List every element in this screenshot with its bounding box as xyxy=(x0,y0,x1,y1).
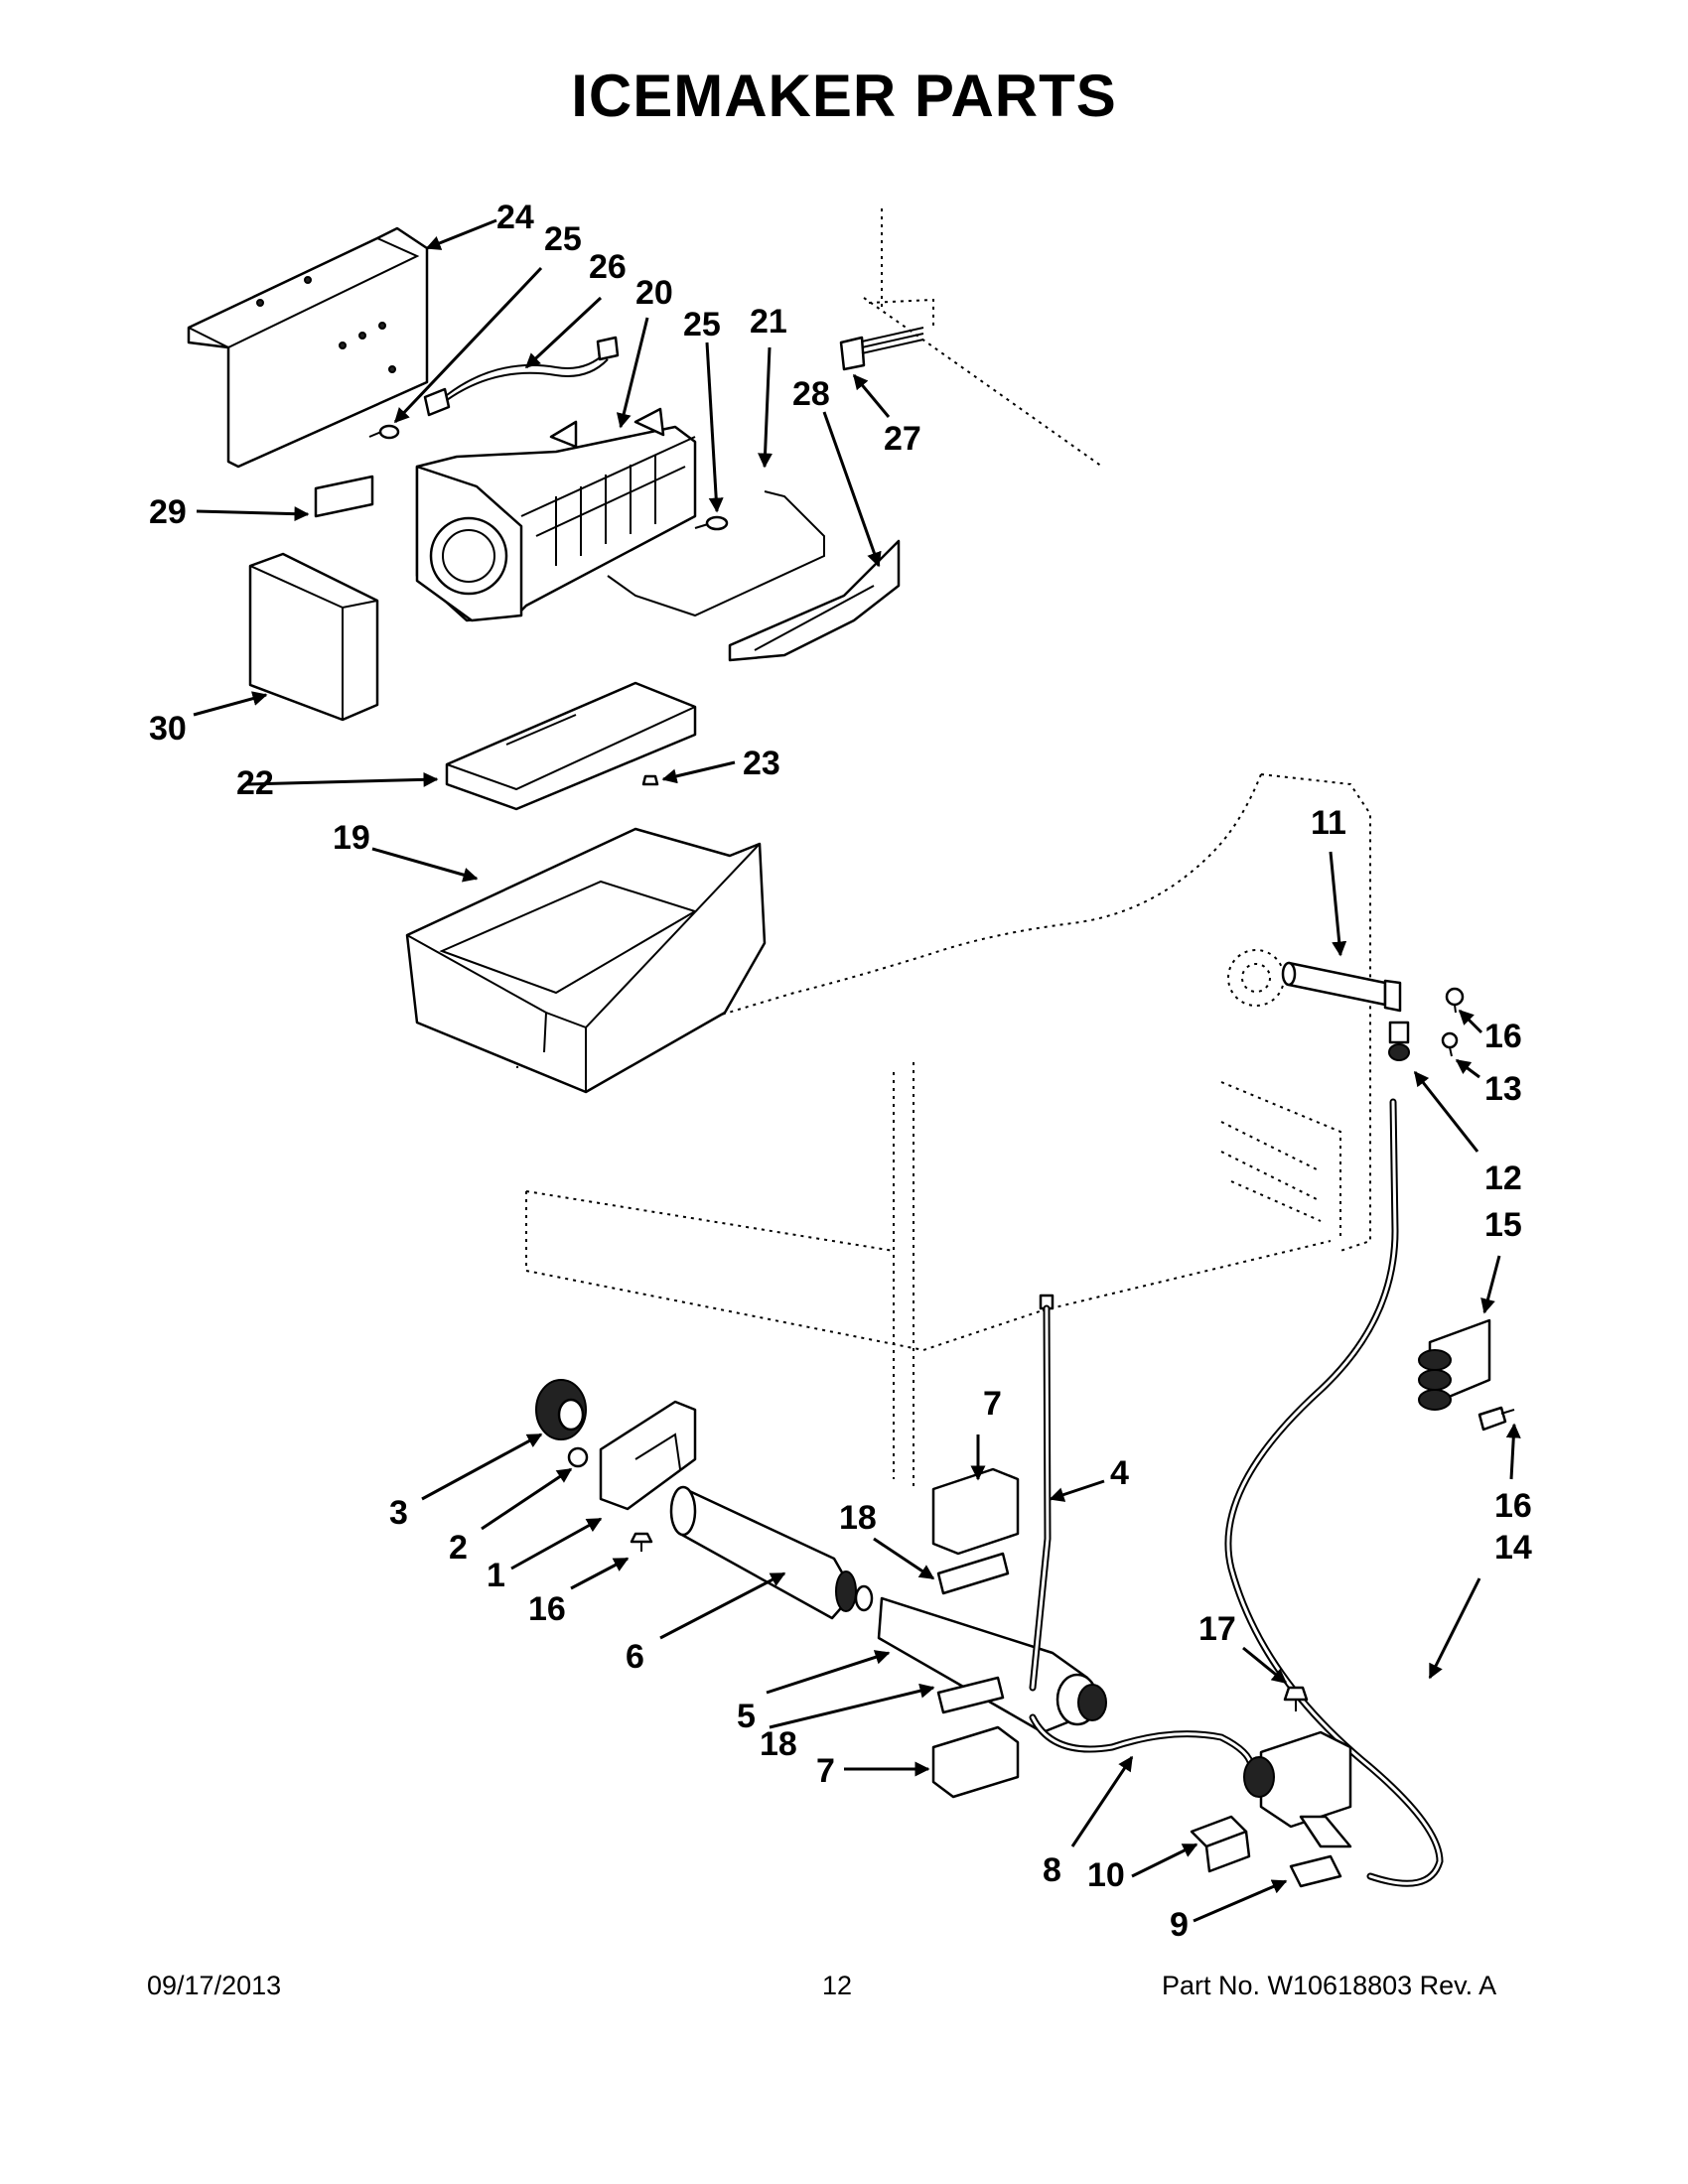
part-24-mounting-bracket xyxy=(187,226,429,469)
part-1-filter-bracket xyxy=(599,1400,697,1511)
part-18-pad-lower xyxy=(936,1676,1005,1714)
callout-7-lower: 7 xyxy=(816,1752,835,1790)
part-19-ice-bin xyxy=(405,827,767,1094)
callout-11: 11 xyxy=(1311,804,1346,842)
footer-date: 09/17/2013 xyxy=(147,1971,282,2000)
part-21-shutoff-arm xyxy=(607,490,825,617)
callout-23: 23 xyxy=(743,745,780,782)
callout-29: 29 xyxy=(149,493,187,531)
callout-6: 6 xyxy=(626,1638,644,1676)
part-7-filter-cover-upper xyxy=(931,1467,1020,1556)
part-27-wire-connector xyxy=(839,327,924,371)
part-9-mount-plate xyxy=(1289,1854,1342,1888)
callout-21: 21 xyxy=(750,303,787,341)
callout-7-upper: 7 xyxy=(983,1385,1002,1423)
part-7-filter-cover-lower xyxy=(931,1725,1020,1799)
part-16-screw-lower xyxy=(630,1532,653,1552)
callout-30: 30 xyxy=(149,710,187,748)
part-23-clip xyxy=(641,774,659,786)
callout-24: 24 xyxy=(496,199,534,236)
callout-13: 13 xyxy=(1484,1070,1522,1108)
callout-25-lower: 25 xyxy=(683,306,721,343)
cabinet-outline-lower xyxy=(515,773,1371,1489)
callout-2: 2 xyxy=(449,1529,468,1567)
callout-26: 26 xyxy=(589,248,627,286)
callout-1: 1 xyxy=(487,1557,505,1594)
callout-18-upper: 18 xyxy=(839,1499,877,1537)
part-29-label-pad xyxy=(314,475,374,518)
part-3-water-filter-cap xyxy=(535,1379,587,1440)
part-13-screw xyxy=(1441,1031,1459,1057)
callout-15: 15 xyxy=(1484,1206,1522,1244)
part-12-heater-clip xyxy=(1388,1021,1410,1061)
part-8-water-tube xyxy=(1029,1713,1255,1771)
part-15-tube-clamp xyxy=(1418,1318,1491,1411)
callout-22: 22 xyxy=(236,764,274,802)
cabinet-outline-upper xyxy=(863,208,1103,468)
callout-16-right: 16 xyxy=(1494,1487,1532,1525)
part-26-wire-harness xyxy=(423,336,620,417)
callout-10: 10 xyxy=(1087,1856,1125,1894)
part-4-water-line xyxy=(1029,1294,1055,1692)
callout-19: 19 xyxy=(333,819,370,857)
part-25-screw-lower xyxy=(694,515,729,531)
part-5-filter-housing xyxy=(877,1596,1107,1734)
part-25-screw-upper xyxy=(368,424,400,440)
part-6-water-filter xyxy=(669,1485,874,1620)
callout-25-upper: 25 xyxy=(544,220,582,258)
callout-17: 17 xyxy=(1198,1610,1236,1648)
footer-part-number: Part No. W10618803 Rev. A xyxy=(1162,1971,1497,2000)
part-16-screw-clamp xyxy=(1477,1406,1515,1432)
callout-4: 4 xyxy=(1110,1454,1129,1492)
part-16-screw-upper xyxy=(1445,987,1465,1014)
callout-16-upper: 16 xyxy=(1484,1018,1522,1055)
callout-3: 3 xyxy=(389,1494,408,1532)
callout-labels: 24 25 26 20 25 21 28 27 29 30 22 23 19 1… xyxy=(149,199,1532,1944)
leader-lines xyxy=(193,218,1521,1923)
part-11-fill-tube xyxy=(1281,961,1402,1013)
footer-page-number: 12 xyxy=(822,1971,853,2000)
callout-20: 20 xyxy=(635,274,673,312)
callout-28: 28 xyxy=(792,375,830,413)
callout-12: 12 xyxy=(1484,1160,1522,1197)
part-2-screw xyxy=(567,1446,589,1468)
part-28-front-cover xyxy=(728,539,901,662)
page-title: ICEMAKER PARTS xyxy=(571,63,1117,129)
callout-18-lower: 18 xyxy=(760,1725,797,1763)
callout-8: 8 xyxy=(1043,1851,1061,1889)
callout-5: 5 xyxy=(737,1698,756,1735)
part-9-water-valve xyxy=(1243,1730,1352,1848)
part-20-icemaker-assembly xyxy=(415,407,697,622)
callout-9: 9 xyxy=(1170,1906,1189,1944)
callout-14: 14 xyxy=(1494,1529,1532,1567)
part-17-screw xyxy=(1283,1686,1309,1711)
part-10-valve-bracket xyxy=(1190,1815,1251,1873)
part-22-bin-support xyxy=(445,681,697,811)
callout-27: 27 xyxy=(884,420,921,458)
part-18-pad-upper xyxy=(936,1552,1010,1595)
callout-16-lower: 16 xyxy=(528,1590,566,1628)
part-30-cover xyxy=(248,552,379,722)
part-14-water-tube xyxy=(1224,1098,1444,1887)
